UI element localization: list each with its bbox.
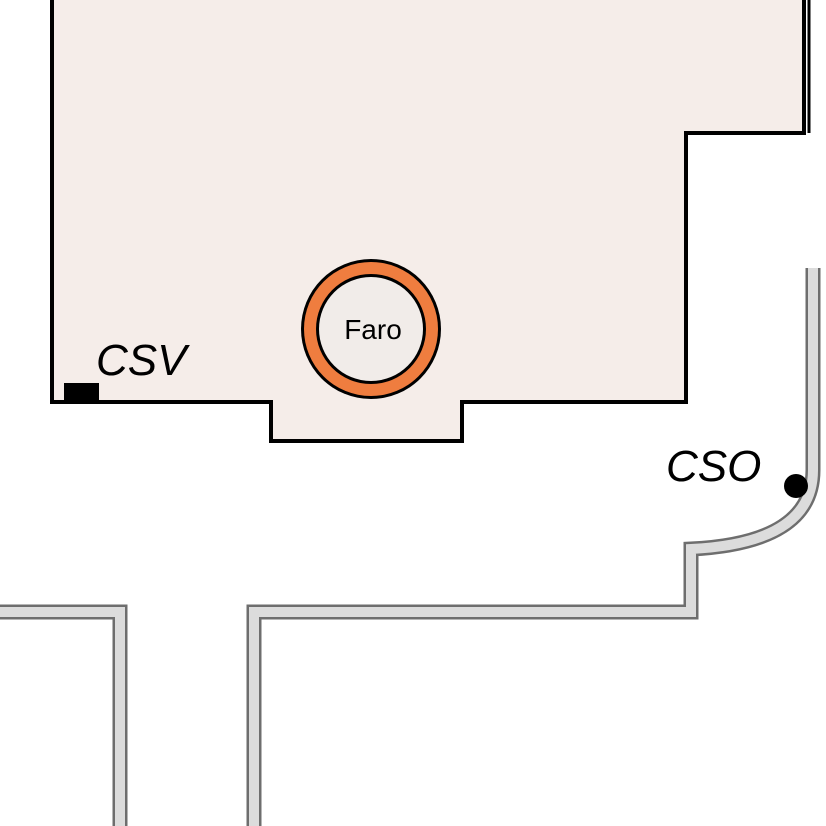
faro-center — [319, 277, 423, 381]
corridor-left — [0, 604, 128, 826]
csv-marker[interactable] — [64, 383, 99, 402]
faro-label: Faro — [344, 314, 402, 345]
cso-label: CSO — [666, 442, 761, 491]
faro-marker[interactable]: Faro — [301, 259, 441, 399]
csv-label: CSV — [96, 336, 190, 385]
building-area — [50, 0, 806, 443]
cso-marker[interactable] — [784, 474, 808, 498]
